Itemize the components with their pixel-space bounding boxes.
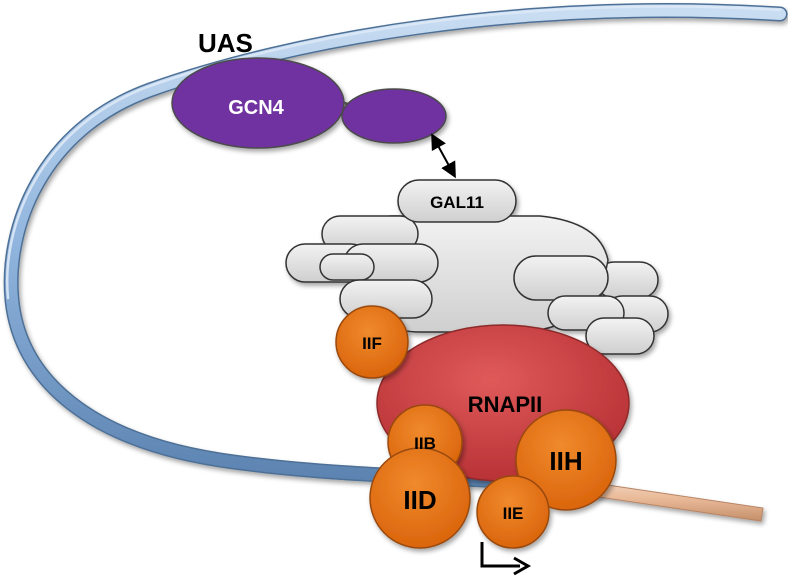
- iif-factor: [335, 305, 409, 379]
- mediator-subunit: [513, 255, 609, 301]
- double-headed-arrow-icon: [431, 133, 456, 179]
- uas-label: UAS: [198, 28, 253, 58]
- mediator-subunit: [319, 253, 375, 281]
- gcn4-dna-binding-domain: [171, 57, 345, 149]
- rnapii-label: RNAPII: [468, 392, 543, 417]
- transcription-start-arrowhead: [513, 556, 532, 576]
- mediator-complex: [285, 179, 669, 355]
- iie-label: IIE: [503, 504, 524, 523]
- gcn4-activator: [171, 57, 447, 149]
- mediator-subunit: [585, 317, 655, 355]
- gal11-label: GAL11: [430, 193, 484, 212]
- iid-label: IID: [403, 485, 436, 515]
- gcn4-label: GCN4: [228, 97, 284, 119]
- iie-factor: [476, 475, 550, 549]
- iif-label: IIF: [362, 334, 382, 353]
- iid-factor: [369, 447, 471, 549]
- iih-factor: [515, 409, 617, 511]
- general-transcription-factors: [335, 305, 617, 549]
- gal11-subunit: [397, 179, 517, 223]
- gcn4-activation-domain: [341, 88, 447, 144]
- iih-label: IIH: [549, 446, 582, 476]
- iib-label: IIB: [414, 434, 436, 453]
- transcription-start-arrow-icon: [480, 542, 520, 568]
